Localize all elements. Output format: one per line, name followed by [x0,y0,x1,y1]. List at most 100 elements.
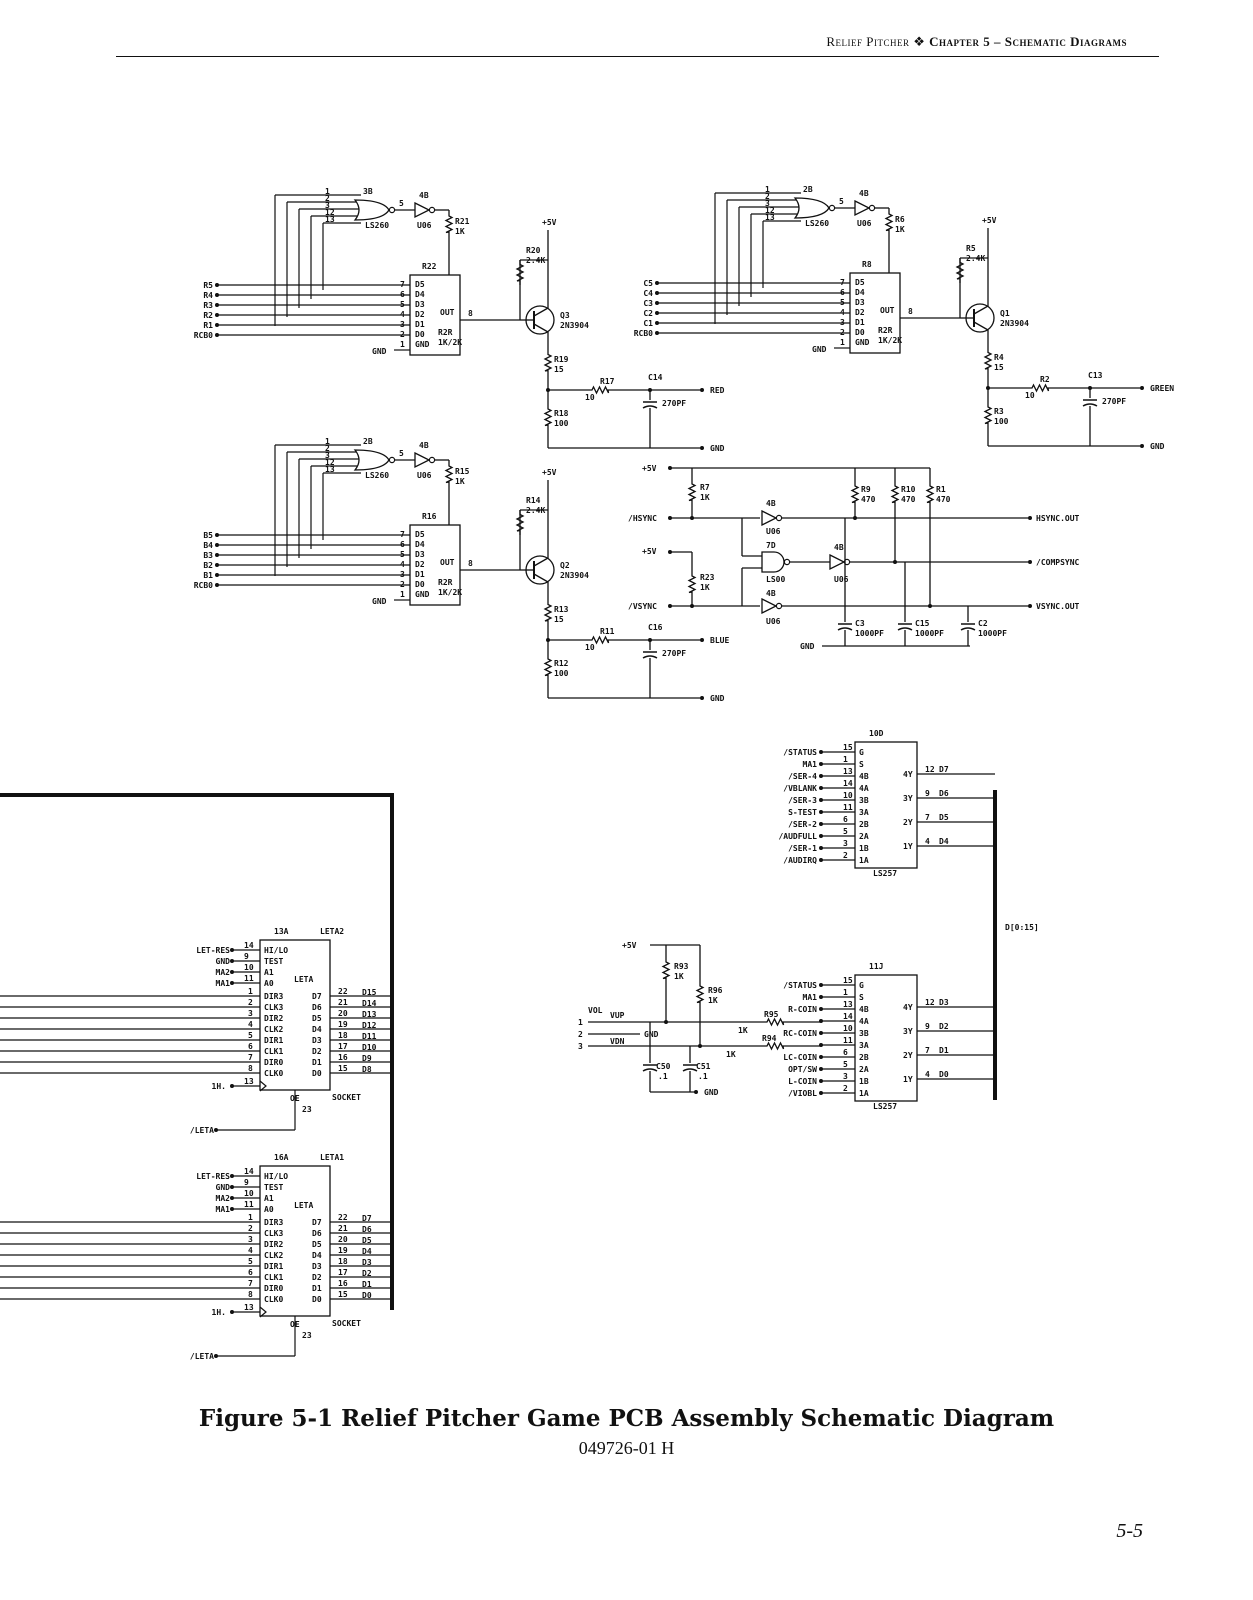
data-label: D0 [362,1291,372,1300]
capacitor-value: .1 [698,1072,708,1081]
leta-pin-name: CLK3 [264,1003,283,1012]
junction-dot [698,1044,702,1048]
color-input-label: B3 [203,551,213,560]
resistor-ref: R23 [700,573,715,582]
resistor-ref: R11 [600,627,615,636]
leta-ref: 13A [274,927,289,936]
resistor-ref: R15 [455,467,470,476]
resistor-ref: R12 [554,659,569,668]
leta-pin-name: A1 [264,1194,274,1203]
gate-type: LS260 [365,221,389,230]
leta-pin-name: D7 [312,1218,322,1227]
pin-number: 9 [244,952,249,961]
data-label: D14 [362,999,377,1008]
mux-type: LS257 [873,869,897,878]
vup-label: VUP [610,1011,625,1020]
pin-number: 8 [248,1064,253,1073]
capacitor-plate [897,627,913,631]
gate-bubble [388,206,396,214]
color-input-label: B1 [203,571,213,580]
vcc-label: +5V [642,464,657,473]
gnd-label: GND [644,1030,659,1039]
color-input-label: B2 [203,561,213,570]
pin-number: 3 [248,1009,253,1018]
sync-output-label: /COMPSYNC [1036,558,1080,567]
gate-pin-number: 1 [325,437,330,446]
junction-dot [215,283,219,287]
resistor [515,260,525,285]
leta-pin-name: CLK3 [264,1229,283,1238]
mux-output-name: 4Y [903,1003,913,1012]
inverter-bubble [428,206,436,214]
vcc-label: +5V [982,216,997,225]
sync-input-label: /VSYNC [628,602,657,611]
leta-pin-name: D2 [312,1273,322,1282]
dac-pin-name: D2 [415,310,425,319]
pin-number: 22 [338,1213,348,1222]
inverter-gate [829,553,846,571]
resistor [661,957,671,983]
vcc-label: +5V [622,941,637,950]
junction-dot [819,846,823,850]
output-label: BLUE [710,636,729,645]
mux-output-name: 4Y [903,770,913,779]
junction-dot [819,810,823,814]
junction-dot [214,1128,218,1132]
data-label: D7 [362,1214,372,1223]
junction-dot [230,1196,234,1200]
pin-number: 5 [248,1031,253,1040]
resistor [925,480,935,508]
leta-label: LETA [294,975,313,984]
inverter-type: U06 [417,471,432,480]
resistor-value: 15 [554,365,564,374]
dac-pin-name: GND [415,340,430,349]
mux-pin-name: 1A [859,1089,869,1098]
mux-pin-number: 10 [843,791,853,800]
mux-input-label: S-TEST [788,808,817,817]
dac-ref: R22 [422,262,437,271]
resistor-ref: R9 [861,485,871,494]
leta-pin-name: D7 [312,992,322,1001]
resistor [543,404,553,430]
mux-input-label: /VBLANK [783,784,817,793]
output-label: GREEN [1150,384,1174,393]
leta-pin-name: D2 [312,1047,322,1056]
resistor-value: 1K [726,1050,736,1059]
pin-number: 23 [302,1105,312,1114]
resistor [955,258,965,283]
resistor [444,210,454,238]
resistor-value: 10 [1025,391,1035,400]
resistor [760,1041,790,1051]
junction-dot [215,583,219,587]
header-rule [116,56,1159,57]
junction-dot [655,331,659,335]
leta-label: LETA [294,1201,313,1210]
color-input-label: RCB0 [194,581,213,590]
gate-pin-number: 12 [325,208,335,217]
inverter-ref: 4B [419,191,429,200]
pin-number: 1 [248,1213,253,1222]
junction-dot [1028,516,1032,520]
pin-number: 4 [925,1070,930,1079]
document-number: 049726-01 H [578,1438,675,1458]
junction-dot [819,762,823,766]
dac-pin-name: D5 [415,280,425,289]
resistor [983,402,993,428]
resistor-value: 100 [554,669,569,678]
junction-dot [668,466,672,470]
gate-type: LS260 [805,219,829,228]
pin-number: 1 [248,987,253,996]
resistor-ref: R13 [554,605,569,614]
leta-pin-name: D6 [312,1229,322,1238]
data-label: D7 [939,765,949,774]
transistor-lead [973,321,989,331]
junction-dot [655,281,659,285]
resistor [543,600,553,625]
mux-input-label: /SER-4 [788,772,817,781]
figure-caption: Figure 5-1 Relief Pitcher Game PCB Assem… [198,1405,1055,1432]
capacitor-value: 1000PF [915,629,944,638]
resistor-ref: R21 [455,217,470,226]
resistor-ref: R14 [526,496,541,505]
pin-number: 8 [908,307,913,316]
